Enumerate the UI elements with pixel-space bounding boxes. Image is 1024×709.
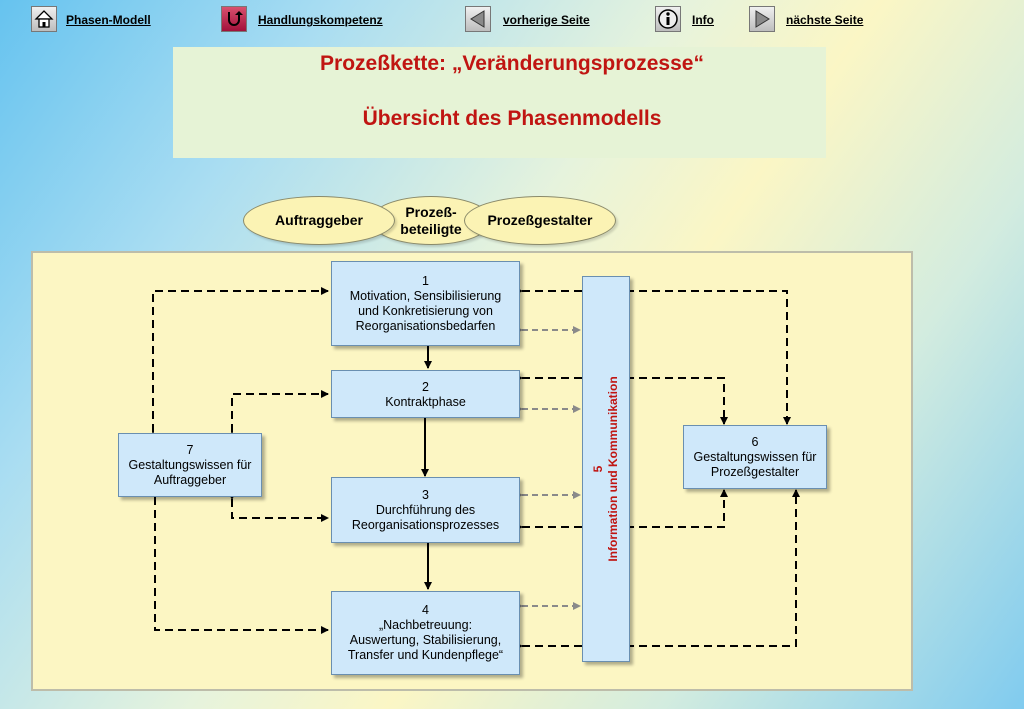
phase-2-line1: Kontraktphase (385, 395, 466, 409)
phase-4-number: 4 (422, 603, 429, 617)
phase-4-line2: Auswertung, Stabilisierung, (349, 633, 502, 647)
page-subtitle: Übersicht des Phasenmodells (362, 107, 662, 130)
nav-link-info[interactable]: Info (692, 13, 714, 27)
phase-7-line1: Gestaltungswissen für (128, 458, 252, 472)
phase-6-line1: Gestaltungswissen für (693, 450, 817, 464)
previous-arrow-icon[interactable] (465, 6, 491, 32)
phase-box-6: 6 Gestaltungswissen für Prozeßgestalter (683, 425, 827, 489)
phase-4-line3: Transfer und Kundenpflege“ (347, 648, 504, 662)
phase-box-7: 7 Gestaltungswissen für Auftraggeber (118, 433, 262, 497)
phase-1-line1: Motivation, Sensibilisierung (349, 289, 502, 303)
nav-link-handlungskompetenz[interactable]: Handlungskompetenz (258, 13, 383, 27)
prozessbeteiligte-line2: beteiligte (400, 220, 462, 237)
auftraggeber-label: Auftraggeber (275, 212, 363, 228)
home-icon[interactable] (31, 6, 57, 32)
link-4-to-6 (515, 489, 800, 650)
title-box (173, 47, 826, 158)
phase-6-line2: Prozeßgestalter (710, 465, 800, 479)
prozessgestalter-label: Prozeßgestalter (487, 212, 593, 228)
phase-5-number: 5 (591, 465, 605, 473)
phase-7-line2: Auftraggeber (153, 473, 227, 487)
navigation-bar: Phasen-Modell Handlungskompetenz vorheri… (0, 0, 1024, 40)
phase-6-number: 6 (751, 435, 759, 449)
link-7-to-4 (151, 490, 329, 634)
phase-box-3: 3 Durchführung des Reorganisationsprozes… (331, 477, 520, 543)
link-1-to-6 (515, 287, 791, 425)
phase-3-line2: Reorganisationsprozesses (351, 518, 500, 532)
link-7-to-2 (228, 390, 329, 439)
phase-1-line3: Reorganisationsbedarfen (355, 319, 496, 333)
phase-box-2: 2 Kontraktphase (331, 370, 520, 418)
phase-2-number: 2 (422, 380, 429, 394)
next-arrow-icon[interactable] (749, 6, 775, 32)
prozessbeteiligte-line1: Prozeß- (405, 203, 457, 220)
phase-3-line1: Durchführung des (375, 503, 476, 517)
phase-3-number: 3 (422, 488, 429, 502)
nav-link-phasen-modell[interactable]: Phasen-Modell (66, 13, 151, 27)
phase-box-4: 4 „Nachbetreuung: Auswertung, Stabilisie… (331, 591, 520, 675)
phase-1-number: 1 (422, 274, 429, 288)
nav-link-naechste-seite[interactable]: nächste Seite (786, 13, 864, 27)
ellipse-prozessgestalter: Prozeßgestalter (464, 196, 616, 245)
ellipse-auftraggeber: Auftraggeber (243, 196, 395, 245)
page-title: Prozeßkette: „Veränderungsprozesse“ (320, 52, 704, 75)
phase-5-line1: Information und Kommunikation (606, 376, 620, 562)
link-7-to-1 (149, 287, 329, 439)
phase-4-line1: „Nachbetreuung: (378, 618, 473, 632)
phase-box-5 (582, 276, 630, 662)
return-icon[interactable] (221, 6, 247, 32)
info-icon[interactable] (655, 6, 681, 32)
phase-box-1: 1 Motivation, Sensibilisierung und Konkr… (331, 261, 520, 346)
phase-7-number: 7 (186, 443, 194, 457)
phase-1-line2: und Konkretisierung von (358, 304, 493, 318)
nav-link-vorherige-seite[interactable]: vorherige Seite (503, 13, 590, 27)
link-7-to-3 (228, 492, 329, 522)
